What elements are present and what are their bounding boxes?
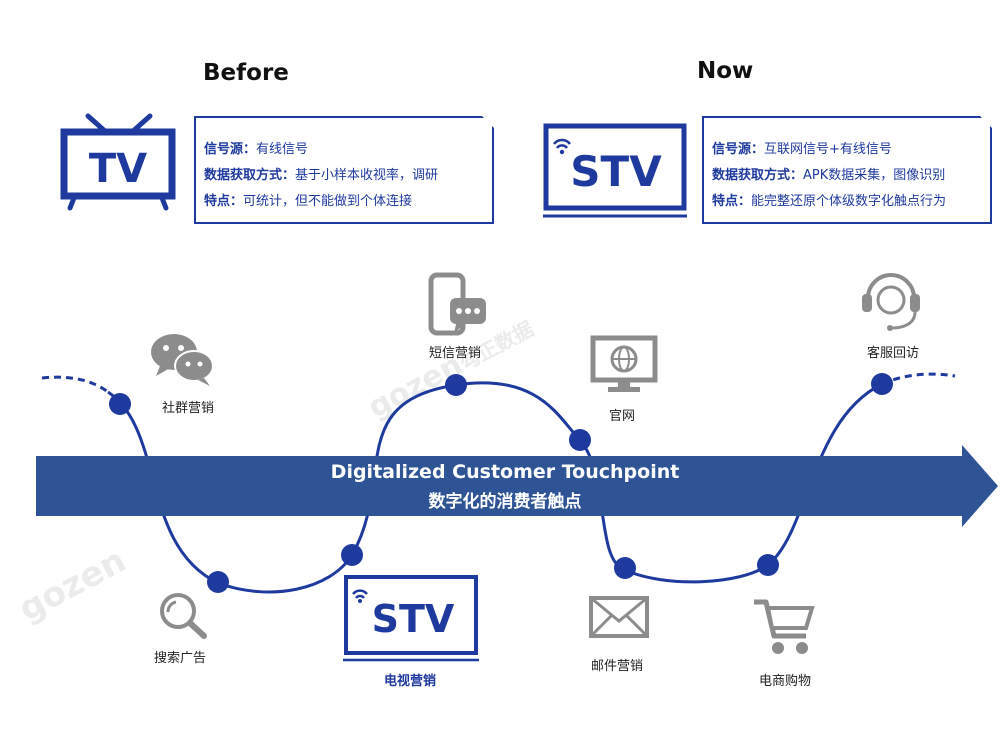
now-heading: Now <box>697 58 754 84</box>
touchpoint-dot-email <box>614 557 636 579</box>
feature-key: 特点： <box>712 194 752 209</box>
method-value: APK数据采集，图像识别 <box>803 168 946 183</box>
label-service: 客服回访 <box>866 346 920 361</box>
arrow-title-en: Digitalized Customer Touchpoint <box>330 461 680 483</box>
now-method-line: 数据获取方式：APK数据采集，图像识别 <box>712 164 945 183</box>
search-icon <box>160 593 207 639</box>
signal-value: 互联网信号+有线信号 <box>764 142 892 157</box>
stv-device-label: STV <box>570 147 662 196</box>
box-corner <box>980 116 992 128</box>
touchpoint-dot-search <box>207 571 229 593</box>
touchpoint-dot-tv <box>341 544 363 566</box>
label-sms: 短信营销 <box>428 346 482 361</box>
tv-icon: TV <box>60 113 176 211</box>
label-search: 搜索广告 <box>153 651 207 666</box>
touchpoint-dot-website <box>569 429 591 451</box>
stv-icon: STV <box>543 123 687 218</box>
touchpoint-dot-service <box>871 373 893 395</box>
stv-marketing-icon: STV <box>343 575 479 662</box>
method-key: 数据获取方式： <box>712 168 804 183</box>
main-arrow <box>36 445 998 527</box>
signal-key: 信号源： <box>712 142 765 157</box>
label-social: 社群营销 <box>161 401 215 416</box>
before-method-line: 数据获取方式：基于小样本收视率，调研 <box>204 164 438 183</box>
touchpoint-dot-sms <box>445 374 467 396</box>
feature-value: 能完整还原个体级数字化触点行为 <box>751 194 947 209</box>
label-email: 邮件营销 <box>590 659 644 674</box>
before-signal-line: 信号源：有线信号 <box>204 138 308 157</box>
tv-device-label: TV <box>89 146 147 192</box>
website-monitor-icon <box>590 335 658 392</box>
shopping-cart-icon <box>754 599 815 654</box>
before-heading: Before <box>203 60 289 86</box>
box-corner <box>482 116 494 128</box>
wechat-icon <box>151 334 214 386</box>
label-website: 官网 <box>608 409 636 424</box>
wave-dashed-end <box>881 372 956 386</box>
method-key: 数据获取方式： <box>204 168 296 183</box>
method-value: 基于小样本收视率，调研 <box>295 168 439 183</box>
email-envelope-icon <box>589 596 649 638</box>
wave-dashed-start <box>41 375 109 394</box>
before-info-box: 信号源：有线信号 数据获取方式：基于小样本收视率，调研 特点：可统计，但不能做到… <box>194 116 494 224</box>
stv-marketing-device-label: STV <box>372 597 455 641</box>
headset-icon <box>862 273 920 331</box>
label-tv-marketing: 电视营销 <box>383 674 437 689</box>
feature-key: 特点： <box>204 194 244 209</box>
signal-value: 有线信号 <box>256 142 309 157</box>
label-ecommerce: 电商购物 <box>758 674 812 689</box>
touchpoint-dot-ecommerce <box>757 554 779 576</box>
touchpoint-dot-social <box>109 393 131 415</box>
arrow-title-cn: 数字化的消费者触点 <box>428 492 582 512</box>
signal-key: 信号源： <box>204 142 257 157</box>
now-signal-line: 信号源：互联网信号+有线信号 <box>712 138 892 157</box>
now-info-box: 信号源：互联网信号+有线信号 数据获取方式：APK数据采集，图像识别 特点：能完… <box>702 116 992 224</box>
sms-phone-icon <box>428 272 486 336</box>
now-feature-line: 特点：能完整还原个体级数字化触点行为 <box>712 190 946 209</box>
before-feature-line: 特点：可统计，但不能做到个体连接 <box>204 190 412 209</box>
feature-value: 可统计，但不能做到个体连接 <box>243 194 413 209</box>
